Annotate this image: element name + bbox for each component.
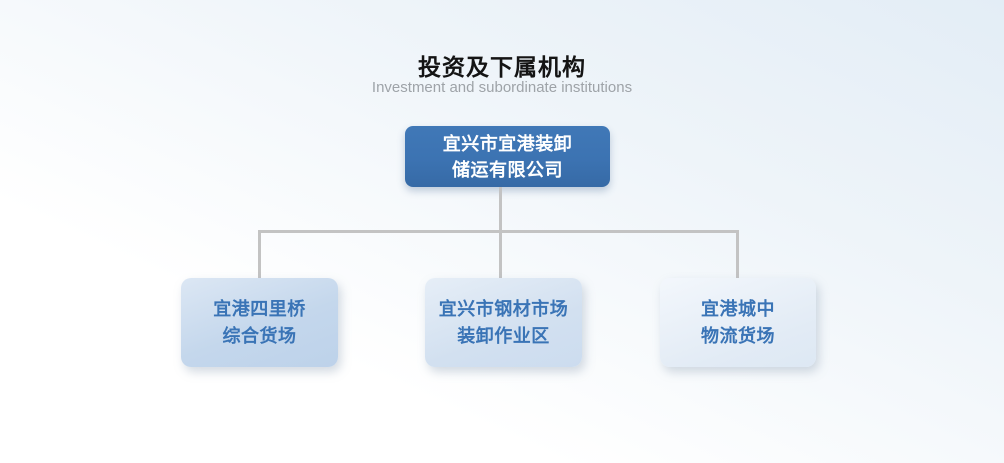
org-child-box-1: 宜港四里桥 综合货场 <box>181 278 338 367</box>
org-root-name-line-1: 宜兴市宜港装卸 <box>442 133 573 154</box>
org-child-3-name-line-2: 物流货场 <box>701 325 775 346</box>
page-title: 投资及下属机构 <box>418 54 586 80</box>
org-child-2-name-line-1: 宜兴市钢材市场 <box>438 298 569 319</box>
org-child-3-name-line-1: 宜港城中 <box>701 298 775 319</box>
connector-drop-right <box>736 230 739 279</box>
org-root-name-line-2: 储运有限公司 <box>452 159 563 180</box>
org-child-1-name-line-2: 综合货场 <box>222 325 297 346</box>
connector-root-down <box>499 187 502 232</box>
page-subtitle: Investment and subordinate institutions <box>371 79 633 96</box>
connector-drop-left <box>258 230 261 279</box>
org-root-box: 宜兴市宜港装卸 储运有限公司 <box>405 126 610 187</box>
org-child-1-name-line-1: 宜港四里桥 <box>213 298 306 319</box>
connector-drop-center <box>499 230 502 279</box>
org-child-2-name-line-2: 装卸作业区 <box>457 325 550 346</box>
org-child-box-2: 宜兴市钢材市场 装卸作业区 <box>425 278 582 367</box>
org-child-box-3: 宜港城中 物流货场 <box>660 278 816 367</box>
